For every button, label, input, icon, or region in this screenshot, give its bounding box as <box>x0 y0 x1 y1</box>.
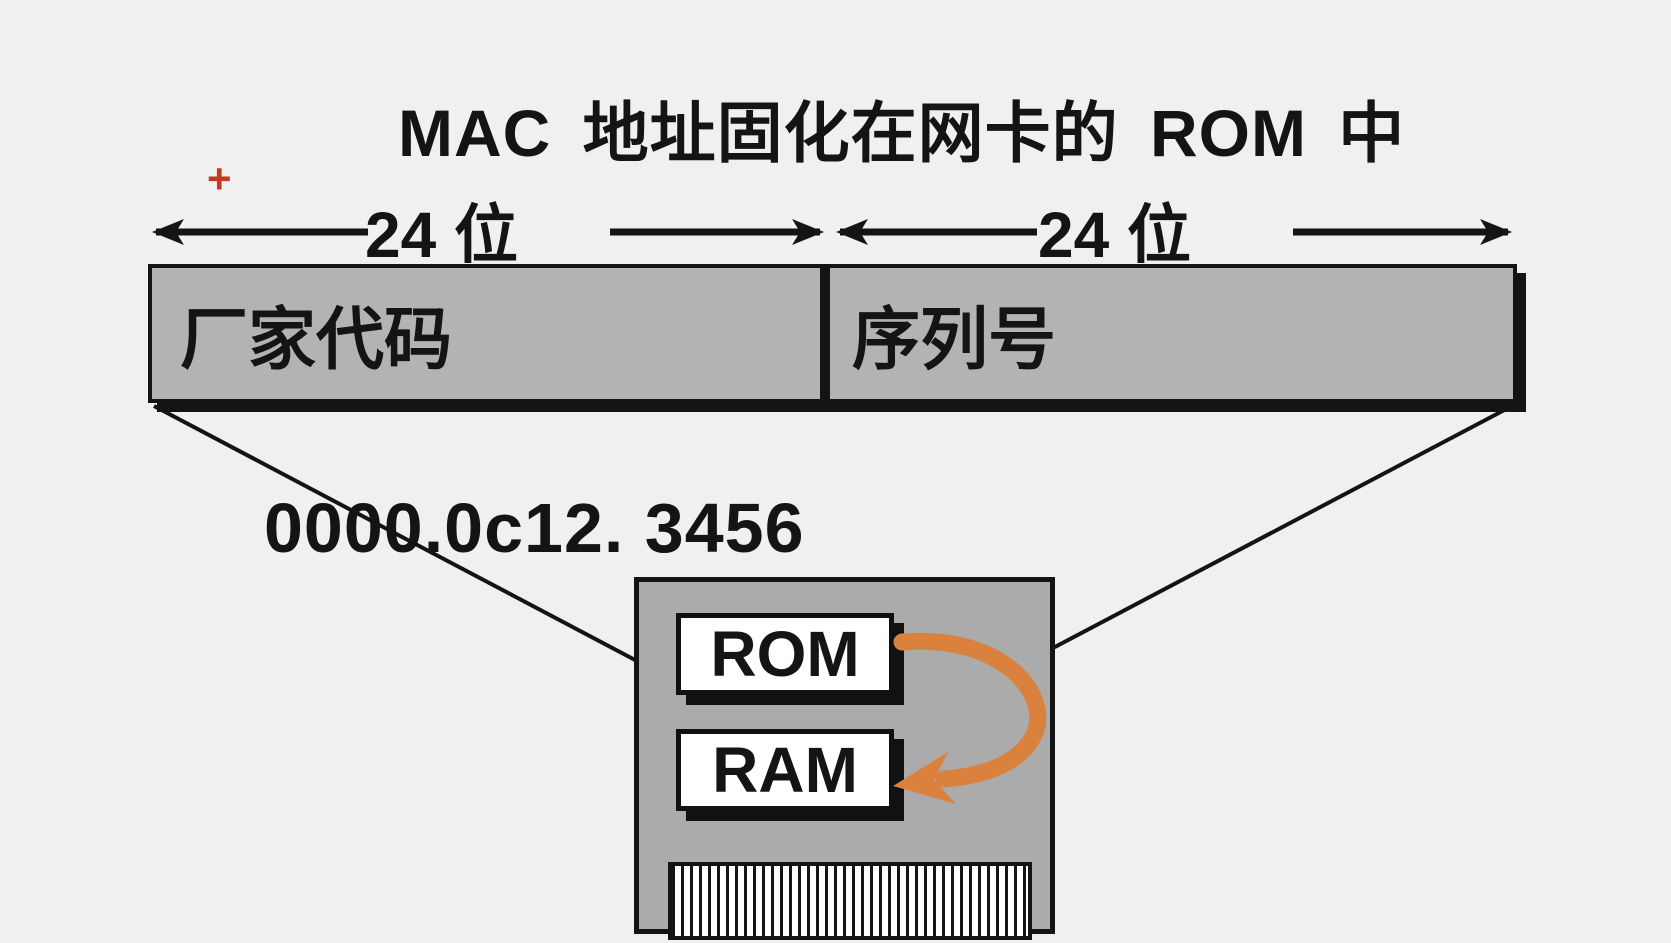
red-cross-cursor: + <box>207 155 232 202</box>
ram-box: RAM <box>676 729 894 811</box>
vendor-code-field: 厂家代码 <box>152 268 830 399</box>
ram-label: RAM <box>712 734 858 806</box>
vendor-code-label: 厂家代码 <box>180 302 453 378</box>
rom-label: ROM <box>710 618 860 690</box>
serial-number-field: 序列号 <box>830 268 1513 399</box>
edge-connector-pins <box>668 862 1032 940</box>
bit-width-label-left: 24 位 <box>365 199 518 271</box>
page-title: MAC 地址固化在网卡的 ROM 中 <box>398 96 1406 170</box>
callout-line-right <box>1052 404 1513 650</box>
serial-number-label: 序列号 <box>852 302 1057 378</box>
mac-address-example: 0000.0c12. 3456 <box>264 489 805 567</box>
bit-width-label-right: 24 位 <box>1038 199 1191 271</box>
rom-box: ROM <box>676 613 894 695</box>
mac-address-bar: 厂家代码 序列号 <box>148 264 1517 403</box>
